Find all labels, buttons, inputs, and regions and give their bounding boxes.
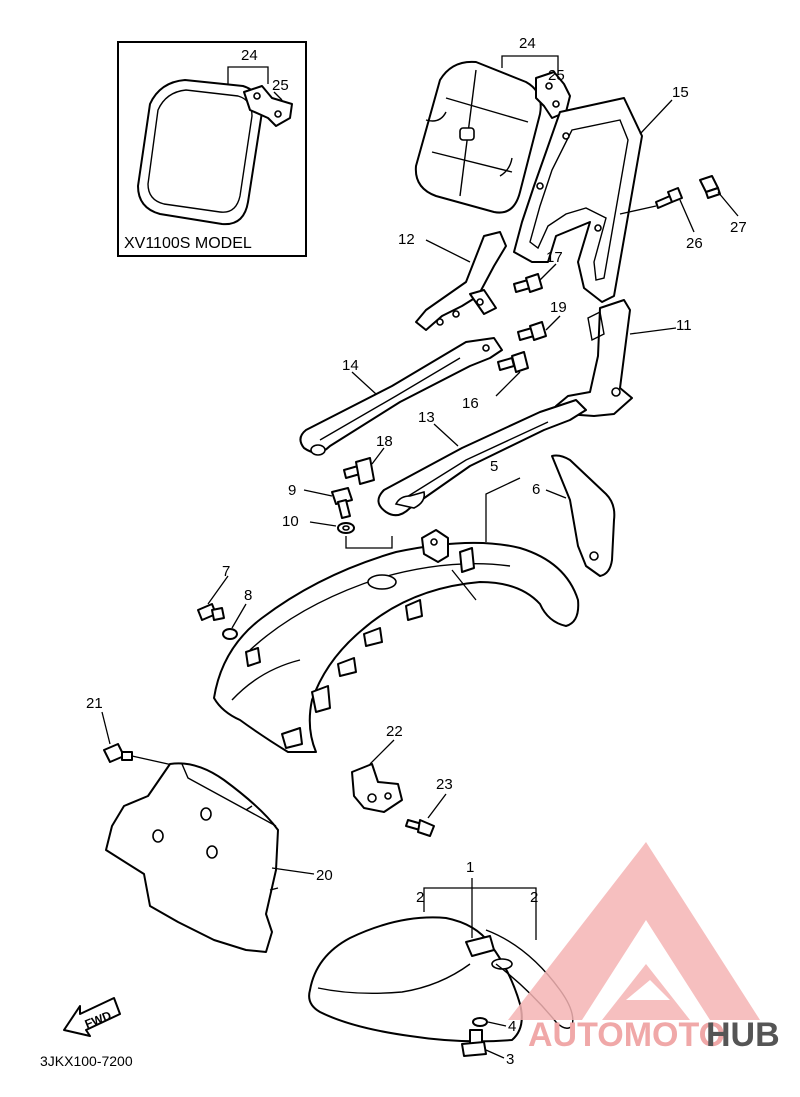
bracket-12	[415, 231, 507, 331]
bolt-17	[513, 273, 543, 293]
bolt-3	[461, 1029, 487, 1057]
bracket-22	[351, 763, 403, 813]
callout-26: 26	[686, 235, 703, 252]
callout-2-right: 2	[530, 889, 538, 906]
watermark-logo: AUTOMOTO HUB	[508, 842, 780, 1054]
screw-21	[103, 743, 133, 763]
watermark-text-auto: AUTOMOTO	[528, 1016, 725, 1054]
callout-25: 25	[548, 67, 565, 84]
bolt-16	[497, 351, 529, 373]
callout-27: 27	[730, 219, 747, 236]
callout-21: 21	[86, 695, 103, 712]
inset-model-label: XV1100S MODEL	[124, 235, 252, 252]
callout-19: 19	[550, 299, 567, 316]
diagram-code: 3JKX100-7200	[40, 1053, 133, 1069]
inner-cover-20	[105, 762, 279, 953]
callout-1: 1	[466, 859, 474, 876]
screw-23	[405, 819, 435, 837]
backrest-frame	[513, 97, 643, 303]
callout-8: 8	[244, 587, 252, 604]
callout-24: 24	[519, 35, 536, 52]
callout-13: 13	[418, 409, 435, 426]
bolt-18	[343, 457, 375, 485]
callout-6: 6	[532, 481, 540, 498]
callout-5: 5	[490, 458, 498, 475]
cap-27	[699, 175, 721, 199]
fwd-arrow-icon: FWD	[63, 997, 121, 1037]
grab-bar-13	[377, 399, 587, 517]
callout-10: 10	[282, 513, 299, 530]
washer-4	[472, 1017, 488, 1027]
bolt-26	[655, 187, 683, 209]
front-fender	[308, 916, 574, 1043]
callout-9: 9	[288, 482, 296, 499]
callout-4: 4	[508, 1018, 516, 1035]
callout-22: 22	[386, 723, 403, 740]
callout-14: 14	[342, 357, 359, 374]
callout-inset-25: 25	[272, 77, 289, 94]
callout-12: 12	[398, 231, 415, 248]
callout-2-left: 2	[416, 889, 424, 906]
grab-bar-14	[299, 337, 503, 456]
washer-8	[222, 628, 238, 640]
callout-inset-24: 24	[241, 47, 258, 64]
callout-16: 16	[462, 395, 479, 412]
rear-fender	[213, 529, 580, 753]
callout-17: 17	[546, 249, 563, 266]
bolt-19	[517, 321, 547, 341]
bolt-9	[331, 487, 353, 519]
callout-3: 3	[506, 1051, 514, 1068]
callout-20: 20	[316, 867, 333, 884]
callout-11: 11	[676, 317, 692, 334]
callout-7: 7	[222, 563, 230, 580]
callout-18: 18	[376, 433, 393, 450]
bolt-7	[197, 603, 225, 621]
backrest-bracket	[535, 71, 571, 119]
watermark-text-hub: HUB	[706, 1016, 780, 1054]
inset-xv1100s-model: 24 25 XV1100S MODEL	[117, 41, 307, 257]
panel-6	[551, 454, 616, 577]
bracket-11	[555, 299, 633, 417]
backrest-pad	[414, 60, 542, 214]
callout-15: 15	[672, 84, 689, 101]
callout-23: 23	[436, 776, 453, 793]
